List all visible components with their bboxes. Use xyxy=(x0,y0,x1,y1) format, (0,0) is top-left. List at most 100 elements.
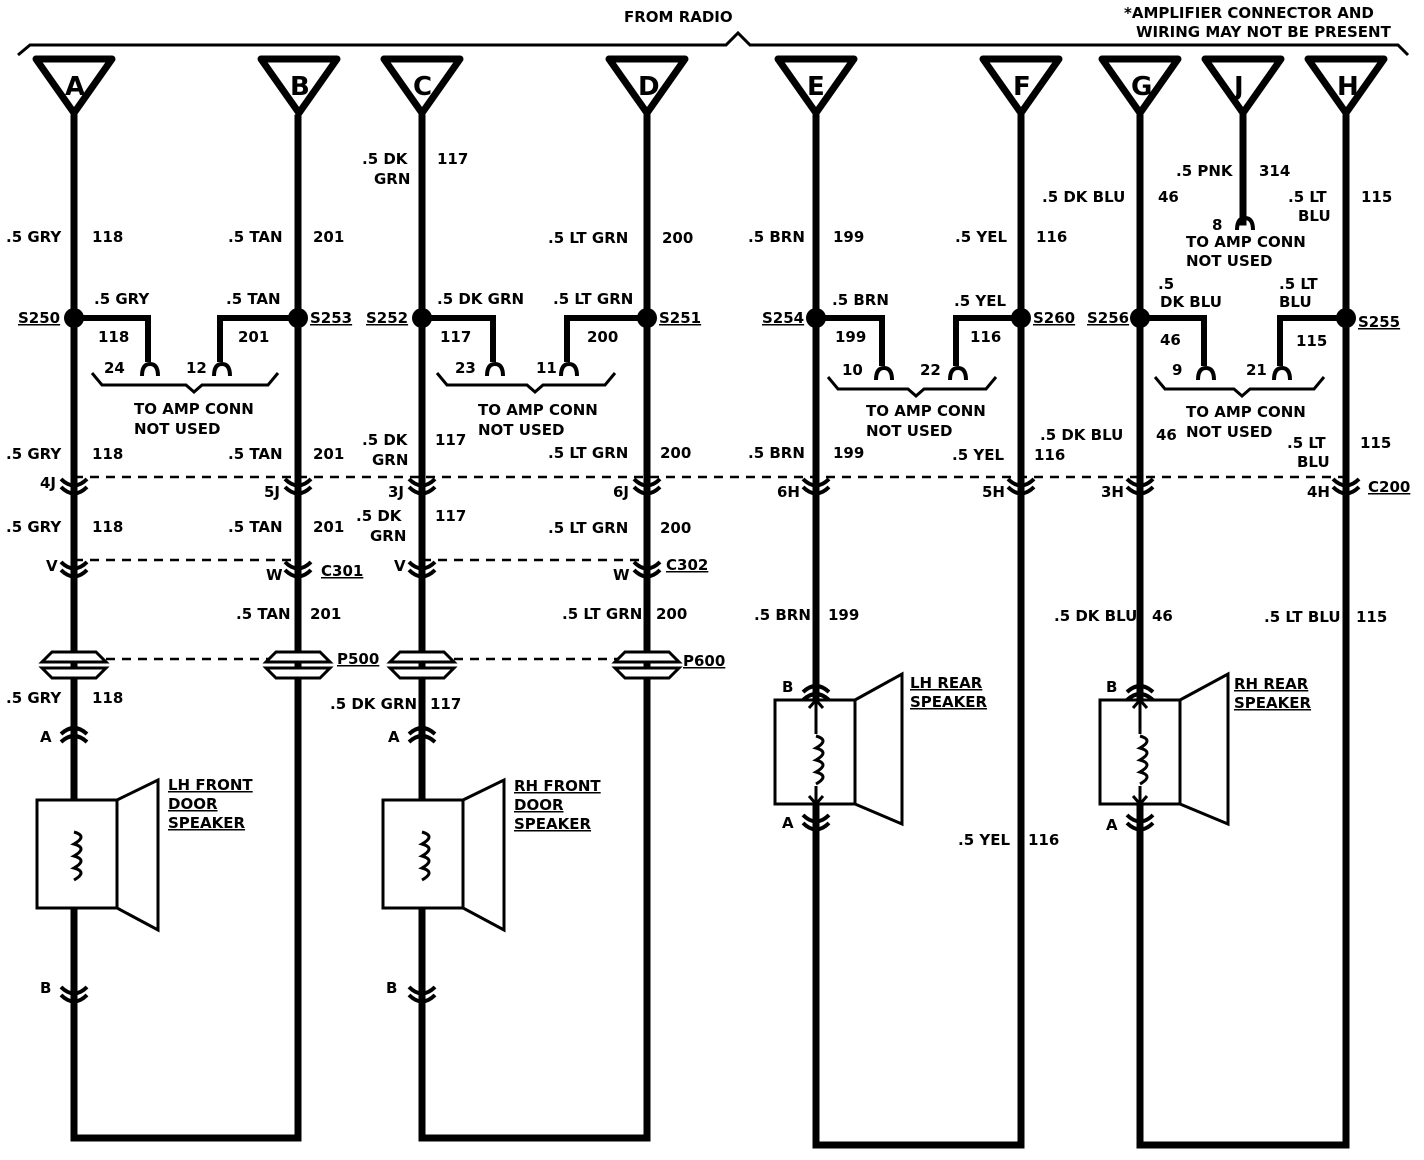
lh-front-door-speaker-label: LH FRONT xyxy=(168,776,253,794)
svg-text:W: W xyxy=(266,566,283,584)
svg-text:F: F xyxy=(1013,72,1031,102)
splice-s253: S253 xyxy=(310,309,352,327)
svg-text:.5 DK: .5 DK xyxy=(356,507,403,525)
terminal-g: G xyxy=(1102,59,1178,113)
svg-text:GRN: GRN xyxy=(370,527,406,545)
from-radio-label: FROM RADIO xyxy=(624,8,733,26)
svg-text:116: 116 xyxy=(970,328,1001,346)
connector-dashes xyxy=(74,475,1346,661)
svg-text:NOT USED: NOT USED xyxy=(866,422,952,440)
svg-text:.5 GRY: .5 GRY xyxy=(6,518,62,536)
wire-b-circuit: 201 xyxy=(313,228,344,246)
svg-text:.5 TAN: .5 TAN xyxy=(226,290,281,308)
radio-brace xyxy=(17,30,1410,57)
svg-text:115: 115 xyxy=(1296,332,1327,350)
svg-text:.5 LT: .5 LT xyxy=(1279,275,1318,293)
svg-text:TO AMP CONN: TO AMP CONN xyxy=(1186,233,1306,251)
rh-rear-speaker-label: RH REAR xyxy=(1234,675,1309,693)
svg-text:6J: 6J xyxy=(613,483,629,501)
svg-text:.5 YEL: .5 YEL xyxy=(958,831,1010,849)
svg-text:.5 TAN: .5 TAN xyxy=(236,605,291,623)
svg-text:B: B xyxy=(1106,678,1117,696)
svg-text:4J: 4J xyxy=(40,474,56,492)
wire-d-circuit: 200 xyxy=(662,229,693,247)
connector-c301: C301 xyxy=(321,562,363,580)
svg-text:11: 11 xyxy=(536,359,557,377)
terminal-b: B xyxy=(261,59,337,113)
svg-text:B: B xyxy=(782,678,793,696)
svg-text:NOT USED: NOT USED xyxy=(1186,252,1272,270)
svg-text:TO AMP CONN: TO AMP CONN xyxy=(134,400,254,418)
svg-text:6H: 6H xyxy=(777,483,800,501)
svg-text:SPEAKER: SPEAKER xyxy=(168,814,246,832)
svg-text:118: 118 xyxy=(92,518,123,536)
svg-text:SPEAKER: SPEAKER xyxy=(910,693,988,711)
wire-c-circuit: 117 xyxy=(437,150,468,168)
rh-rear-speaker-icon xyxy=(1098,671,1230,827)
splice-s260: S260 xyxy=(1033,309,1075,327)
splice-s250: S250 xyxy=(18,309,60,327)
svg-text:TO AMP CONN: TO AMP CONN xyxy=(866,402,986,420)
svg-text:V: V xyxy=(394,557,406,575)
rh-front-door-speaker-label: RH FRONT xyxy=(514,777,601,795)
wire-d-color: .5 LT GRN xyxy=(548,229,628,247)
svg-text:G: G xyxy=(1131,72,1152,102)
wire-c-color: .5 DK xyxy=(362,150,409,168)
splice-labels: S250 S253 S252 S251 S254 S260 S256 S255 xyxy=(18,309,1400,331)
wire-g-circuit: 46 xyxy=(1158,188,1179,206)
wires xyxy=(70,114,1350,1149)
svg-text:199: 199 xyxy=(833,444,864,462)
wire-g-color: .5 DK BLU xyxy=(1042,188,1125,206)
svg-text:118: 118 xyxy=(98,328,129,346)
splice-s251: S251 xyxy=(659,309,701,327)
lh-rear-speaker-label: LH REAR xyxy=(910,674,983,692)
svg-text:.5 DK GRN: .5 DK GRN xyxy=(330,695,417,713)
svg-text:.5 GRY: .5 GRY xyxy=(94,290,150,308)
svg-text:118: 118 xyxy=(92,445,123,463)
svg-text:B: B xyxy=(40,979,51,997)
lh-rear-speaker-icon xyxy=(773,671,904,827)
svg-text:22: 22 xyxy=(920,361,941,379)
svg-text:BLU: BLU xyxy=(1297,453,1330,471)
svg-text:H: H xyxy=(1337,72,1359,102)
svg-text:SPEAKER: SPEAKER xyxy=(514,815,592,833)
svg-text:.5 DK BLU: .5 DK BLU xyxy=(1054,607,1137,625)
svg-text:BLU: BLU xyxy=(1279,293,1312,311)
svg-text:DOOR: DOOR xyxy=(168,795,218,813)
svg-text:.5 BRN: .5 BRN xyxy=(832,291,889,309)
speaker-labels: LH FRONT DOOR SPEAKER RH FRONT DOOR SPEA… xyxy=(168,674,1312,833)
splice-s256: S256 xyxy=(1087,309,1129,327)
svg-text:201: 201 xyxy=(313,445,344,463)
amp-branches xyxy=(74,315,1346,366)
svg-text:A: A xyxy=(1106,816,1118,834)
svg-text:B: B xyxy=(386,979,397,997)
splice-dots xyxy=(64,308,1356,328)
wire-f-circuit: 116 xyxy=(1036,228,1067,246)
wire-g-h-loop xyxy=(1136,114,1350,1149)
svg-text:W: W xyxy=(613,566,630,584)
wire-c-d-loop xyxy=(418,114,651,1142)
svg-text:118: 118 xyxy=(92,689,123,707)
svg-text:21: 21 xyxy=(1246,361,1267,379)
svg-text:23: 23 xyxy=(455,359,476,377)
svg-text:.5 DK BLU: .5 DK BLU xyxy=(1040,426,1123,444)
svg-text:TO AMP CONN: TO AMP CONN xyxy=(478,401,598,419)
svg-text:.5 GRY: .5 GRY xyxy=(6,689,62,707)
splice-s255: S255 xyxy=(1358,313,1400,331)
svg-text:24: 24 xyxy=(104,359,125,377)
svg-text:.5 YEL: .5 YEL xyxy=(954,292,1006,310)
connector-c200: C200 xyxy=(1368,478,1410,496)
connector-c302: C302 xyxy=(666,556,708,574)
svg-text:D: D xyxy=(638,72,660,102)
terminal-a: A xyxy=(36,59,112,113)
svg-text:5H: 5H xyxy=(982,483,1005,501)
svg-text:3H: 3H xyxy=(1101,483,1124,501)
svg-text:.5 GRY: .5 GRY xyxy=(6,445,62,463)
svg-text:200: 200 xyxy=(587,328,618,346)
svg-text:NOT USED: NOT USED xyxy=(1186,423,1272,441)
svg-text:.5 YEL: .5 YEL xyxy=(952,446,1004,464)
splice-s254: S254 xyxy=(762,309,804,327)
terminal-j: J xyxy=(1205,59,1281,113)
terminal-h: H xyxy=(1308,59,1384,113)
